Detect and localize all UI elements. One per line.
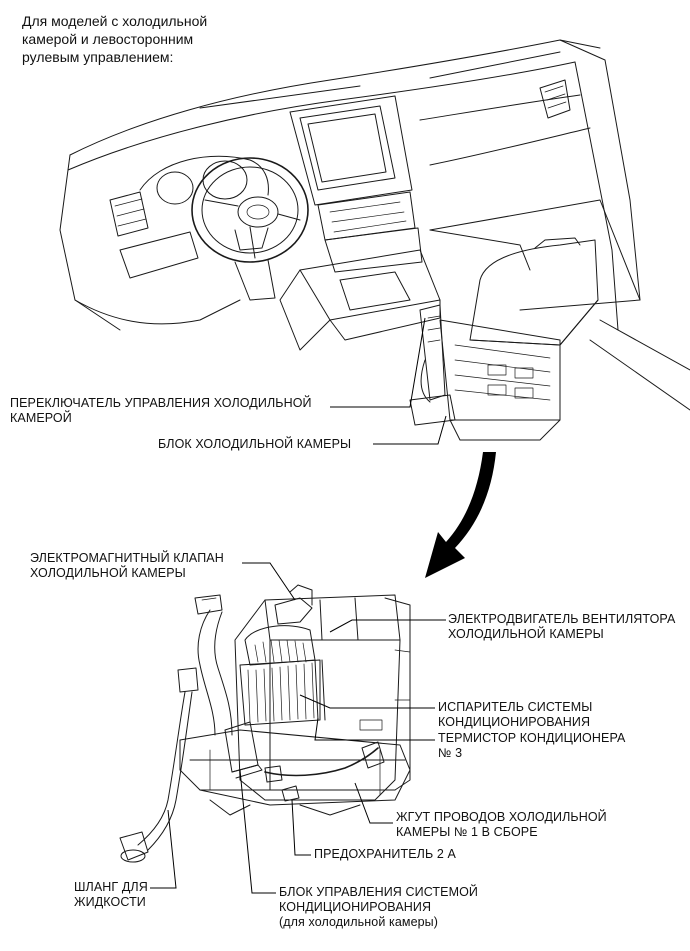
label-line: ЭЛЕКТРОДВИГАТЕЛЬ ВЕНТИЛЯТОРА — [448, 612, 676, 626]
label-line: БЛОК УПРАВЛЕНИЯ СИСТЕМОЙ — [279, 885, 479, 899]
label-solenoid-valve: ЭЛЕКТРОМАГНИТНЫЙ КЛАПАН ХОЛОДИЛЬНОЙ КАМЕ… — [30, 551, 224, 581]
label-line: БЛОК ХОЛОДИЛЬНОЙ КАМЕРЫ — [158, 437, 352, 451]
title-line: Для моделей с холодильной — [22, 13, 208, 29]
label-ac-control-unit: БЛОК УПРАВЛЕНИЯ СИСТЕМОЙ КОНДИЦИОНИРОВАН… — [279, 885, 478, 930]
label-line: КАМЕРОЙ — [10, 411, 72, 425]
label-cool-box-unit: БЛОК ХОЛОДИЛЬНОЙ КАМЕРЫ — [158, 437, 351, 452]
label-line: ЭЛЕКТРОМАГНИТНЫЙ КЛАПАН — [30, 551, 224, 565]
label-fuse: ПРЕДОХРАНИТЕЛЬ 2 А — [314, 847, 456, 862]
label-line: ЖГУТ ПРОВОДОВ ХОЛОДИЛЬНОЙ — [396, 810, 607, 824]
label-wire-harness: ЖГУТ ПРОВОДОВ ХОЛОДИЛЬНОЙ КАМЕРЫ № 1 В С… — [396, 810, 607, 840]
dashboard-drawing — [59, 39, 690, 441]
title-line: рулевым управлением: — [22, 49, 174, 65]
title-line: камерой и левосторонним — [22, 31, 194, 47]
label-line: ИСПАРИТЕЛЬ СИСТЕМЫ — [438, 700, 593, 714]
label-line: № 3 — [438, 746, 463, 760]
label-line: ХОЛОДИЛЬНОЙ КАМЕРЫ — [448, 627, 604, 641]
section-title: Для моделей с холодильной камерой и лево… — [22, 12, 207, 66]
direction-arrow — [425, 452, 496, 578]
label-line: ШЛАНГ ДЛЯ — [74, 880, 148, 894]
label-evaporator: ИСПАРИТЕЛЬ СИСТЕМЫ КОНДИЦИОНИРОВАНИЯ — [438, 700, 592, 730]
label-cool-box-switch: ПЕРЕКЛЮЧАТЕЛЬ УПРАВЛЕНИЯ ХОЛОДИЛЬНОЙ КАМ… — [10, 396, 312, 426]
label-line: ТЕРМИСТОР КОНДИЦИОНЕРА — [438, 731, 626, 745]
label-line: ЖИДКОСТИ — [74, 895, 146, 909]
leader-lines — [150, 317, 447, 894]
label-line: КОНДИЦИОНИРОВАНИЯ — [438, 715, 591, 729]
label-line: ПРЕДОХРАНИТЕЛЬ 2 А — [314, 847, 456, 861]
label-fluid-hose: ШЛАНГ ДЛЯ ЖИДКОСТИ — [74, 880, 148, 910]
label-line: КАМЕРЫ № 1 В СБОРЕ — [396, 825, 538, 839]
label-note: (для холодильной камеры) — [279, 915, 439, 929]
cool-box-unit-drawing — [119, 584, 411, 863]
label-line: ХОЛОДИЛЬНОЙ КАМЕРЫ — [30, 566, 186, 580]
label-line: КОНДИЦИОНИРОВАНИЯ — [279, 900, 432, 914]
label-thermistor: ТЕРМИСТОР КОНДИЦИОНЕРА № 3 — [438, 731, 625, 761]
label-line: ПЕРЕКЛЮЧАТЕЛЬ УПРАВЛЕНИЯ ХОЛОДИЛЬНОЙ — [10, 396, 312, 410]
label-blower-motor: ЭЛЕКТРОДВИГАТЕЛЬ ВЕНТИЛЯТОРА ХОЛОДИЛЬНОЙ… — [448, 612, 675, 642]
